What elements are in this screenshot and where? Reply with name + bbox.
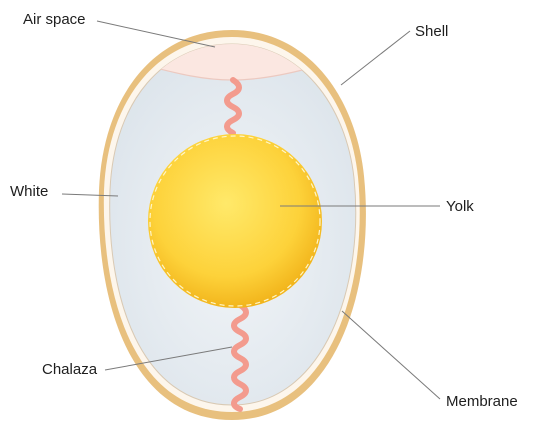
label-air-space: Air space: [23, 12, 86, 27]
leader-membrane: [342, 311, 440, 399]
leader-shell: [341, 31, 410, 85]
label-chalaza: Chalaza: [42, 362, 97, 377]
leader-air-space: [97, 21, 215, 47]
label-shell: Shell: [415, 24, 448, 39]
yolk: [148, 134, 322, 308]
label-yolk: Yolk: [446, 199, 474, 214]
label-white: White: [10, 184, 48, 199]
label-membrane: Membrane: [446, 394, 518, 409]
